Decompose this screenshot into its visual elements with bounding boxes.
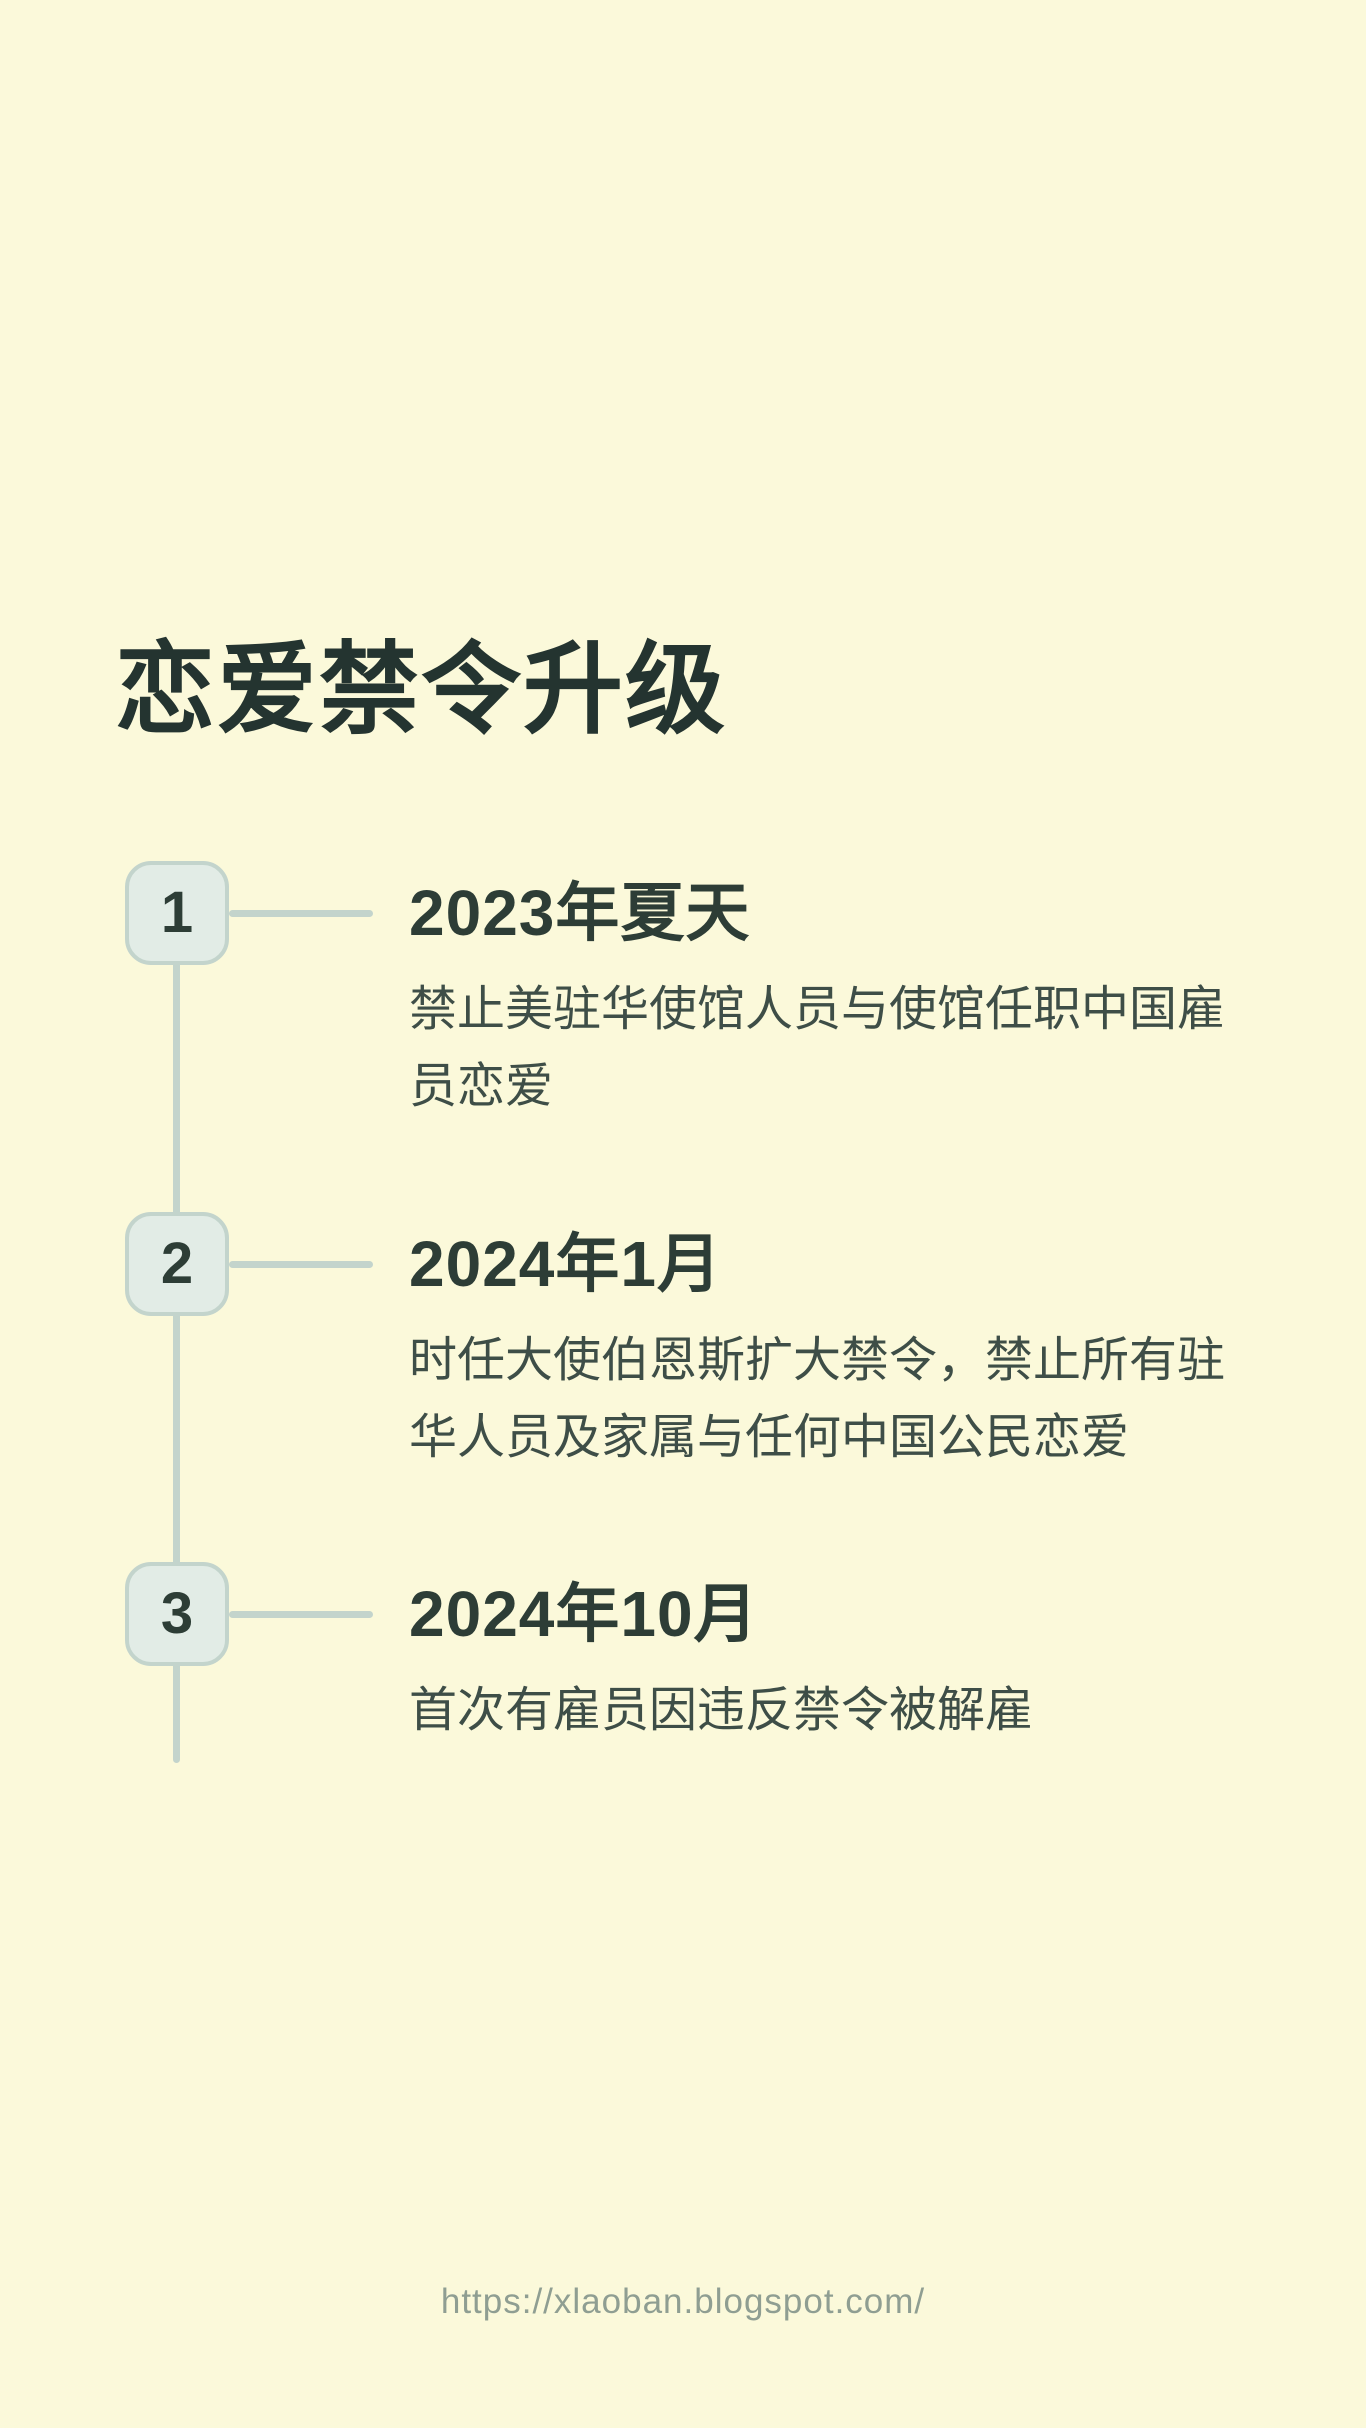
connector-line xyxy=(229,910,373,917)
timeline-item-1: 1 2023年夏天 禁止美驻华使馆人员与使馆任职中国雇 员恋爱 xyxy=(125,861,1241,1125)
connector-line xyxy=(229,1611,373,1618)
item-description: 首次有雇员因违反禁令被解雇 xyxy=(409,1672,1241,1749)
page-title: 恋爱禁令升级 xyxy=(115,634,727,746)
timeline-marker-2: 2 xyxy=(125,1212,229,1316)
marker-number: 2 xyxy=(160,1231,194,1296)
timeline-item-2: 2 2024年1月 时任大使伯恩斯扩大禁令，禁止所有驻 华人员及家属与任何中国公… xyxy=(125,1212,1241,1476)
footer-url: https://xlaoban.blogspot.com/ xyxy=(440,2282,926,2321)
item-date: 2024年1月 xyxy=(409,1228,722,1300)
item-description: 禁止美驻华使馆人员与使馆任职中国雇 员恋爱 xyxy=(409,971,1241,1125)
description-line: 首次有雇员因违反禁令被解雇 xyxy=(409,1684,1034,1737)
item-content: 2024年10月 首次有雇员因违反禁令被解雇 xyxy=(409,1562,1241,1749)
marker-number: 1 xyxy=(160,880,194,945)
description-line: 时任大使伯恩斯扩大禁令，禁止所有驻 xyxy=(409,1334,1226,1387)
connector-line xyxy=(229,1261,373,1268)
timeline-marker-1: 1 xyxy=(125,861,229,965)
item-description: 时任大使伯恩斯扩大禁令，禁止所有驻 华人员及家属与任何中国公民恋爱 xyxy=(409,1322,1241,1476)
item-date: 2024年10月 xyxy=(409,1578,759,1650)
item-content: 2024年1月 时任大使伯恩斯扩大禁令，禁止所有驻 华人员及家属与任何中国公民恋… xyxy=(409,1212,1241,1476)
timeline-vertical-line xyxy=(173,905,180,1763)
item-date: 2023年夏天 xyxy=(409,877,751,949)
description-line: 员恋爱 xyxy=(409,1060,554,1113)
description-line: 华人员及家属与任何中国公民恋爱 xyxy=(409,1411,1130,1464)
marker-number: 3 xyxy=(160,1581,194,1646)
description-line: 禁止美驻华使馆人员与使馆任职中国雇 xyxy=(409,983,1226,1036)
item-content: 2023年夏天 禁止美驻华使馆人员与使馆任职中国雇 员恋爱 xyxy=(409,861,1241,1125)
timeline-marker-3: 3 xyxy=(125,1562,229,1666)
timeline-item-3: 3 2024年10月 首次有雇员因违反禁令被解雇 xyxy=(125,1562,1241,1749)
